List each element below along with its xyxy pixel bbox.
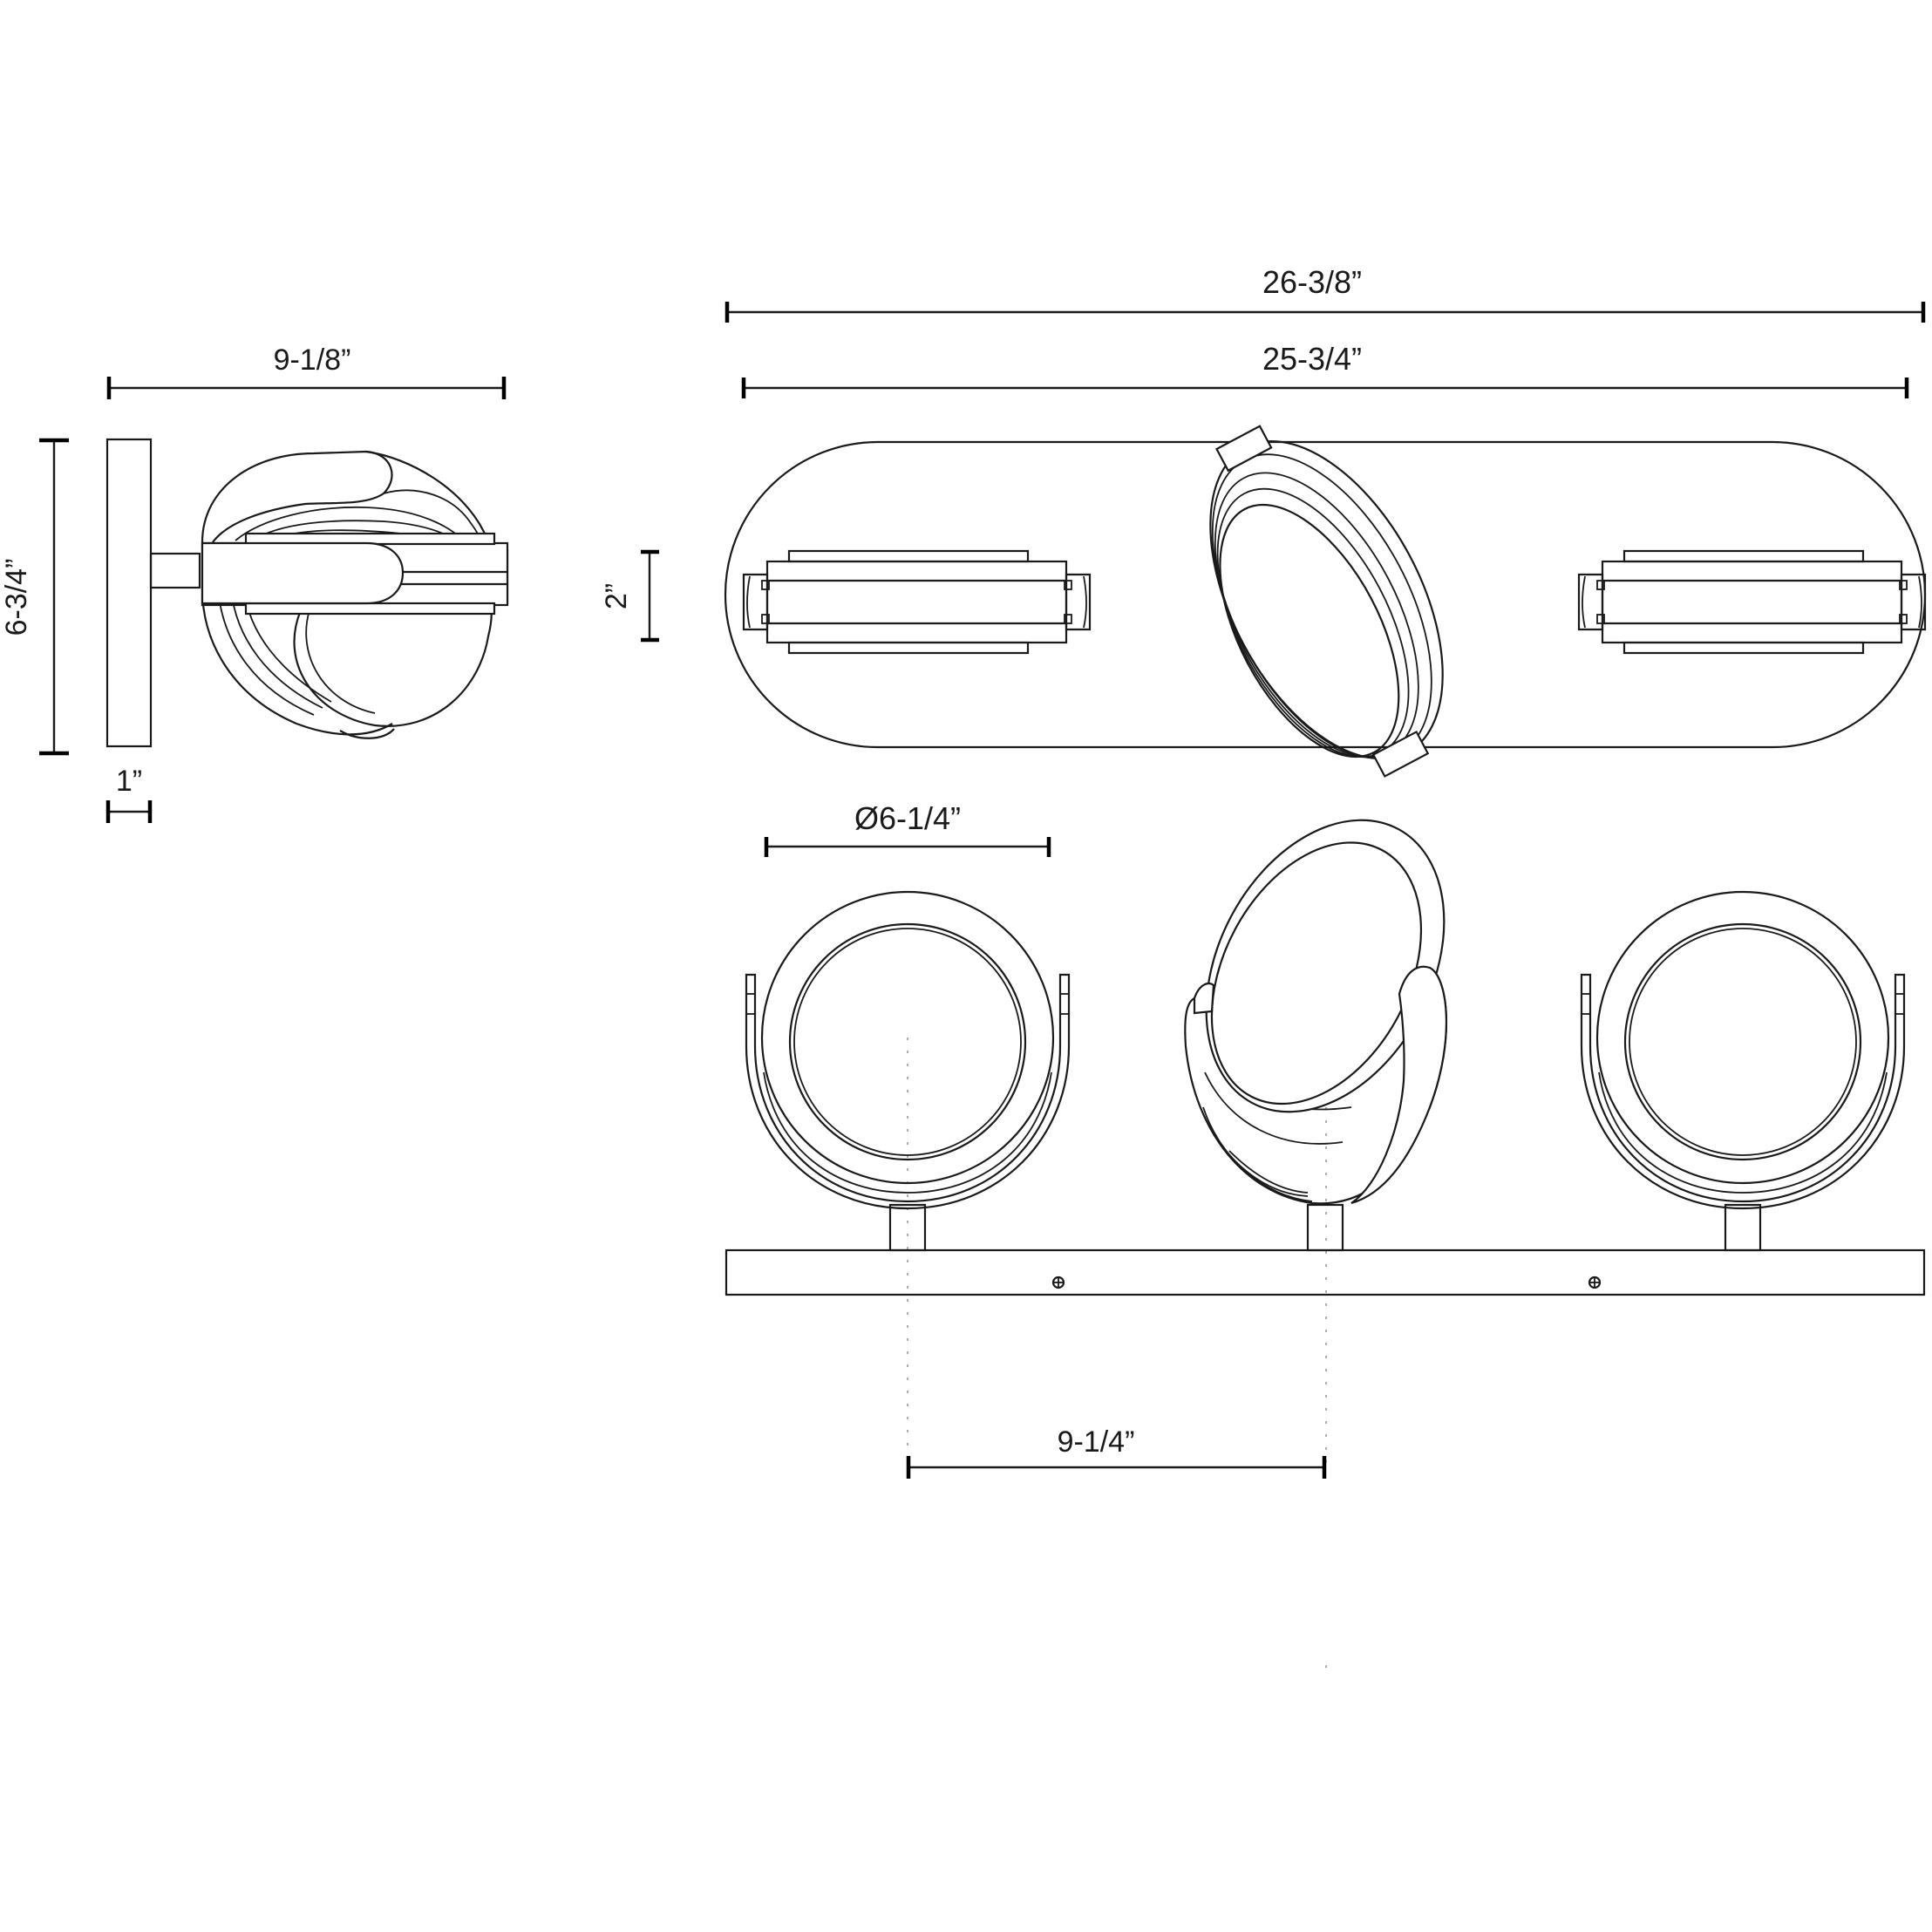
overall-length-dimension: 26-3/8” xyxy=(724,264,1926,323)
head-diameter-dimension: Ø6-1/4” xyxy=(764,800,1051,857)
top-right-head xyxy=(1577,549,1927,655)
side-depth-dimension: 1” xyxy=(105,765,153,823)
head-spacing-label: 9-1/4” xyxy=(1058,1425,1135,1459)
front-backplate xyxy=(724,1248,1926,1296)
center-stem xyxy=(1306,1203,1344,1252)
side-arm xyxy=(149,552,201,589)
top-depth-dimension: 2” xyxy=(600,549,659,643)
backplate-length-label: 25-3/4” xyxy=(1262,341,1362,377)
side-backplate xyxy=(105,438,153,748)
side-width-label: 9-1/8” xyxy=(274,344,351,377)
front-center-head xyxy=(1184,819,1447,1205)
top-left-head xyxy=(742,549,1092,655)
top-depth-label: 2” xyxy=(600,583,633,609)
side-height-label: 6-3/4” xyxy=(0,559,33,636)
right-stem xyxy=(1724,1203,1762,1252)
mounting-screw-icon xyxy=(1588,1276,1602,1289)
side-head xyxy=(201,450,509,739)
head-diameter-label: Ø6-1/4” xyxy=(854,800,961,836)
side-view: 9-1/8” 6-3/4” 1” xyxy=(0,344,509,823)
front-left-head xyxy=(745,890,1071,1210)
side-height-dimension: 6-3/4” xyxy=(0,438,69,756)
side-width-dimension: 9-1/8” xyxy=(106,344,507,399)
front-view: Ø6-1/4” 9-1/4” xyxy=(724,800,1926,1674)
mounting-screw-icon xyxy=(1051,1276,1065,1289)
left-stem xyxy=(888,1203,927,1252)
backplate-length-dimension: 25-3/4” xyxy=(741,341,1909,398)
top-view: 26-3/8” 25-3/4” 2” xyxy=(600,264,1927,778)
top-center-head xyxy=(1209,425,1444,778)
front-right-head xyxy=(1580,890,1906,1210)
side-depth-label: 1” xyxy=(116,765,142,798)
overall-length-label: 26-3/8” xyxy=(1262,264,1362,300)
head-spacing-dimension: 9-1/4” xyxy=(906,1425,1327,1479)
top-backplate xyxy=(724,440,1927,749)
